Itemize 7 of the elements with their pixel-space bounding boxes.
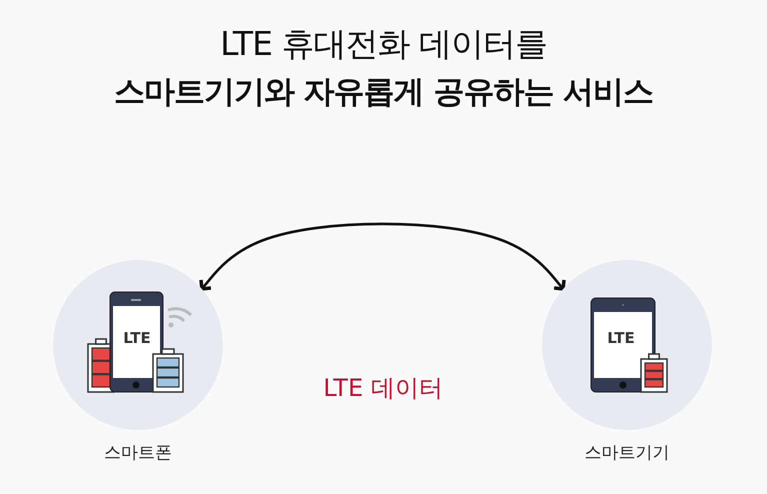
data-label: LTE 데이터	[323, 373, 443, 404]
screen-label: LTE	[607, 329, 635, 347]
device-label: 스마트폰	[104, 442, 172, 464]
double-headed-arrow	[199, 222, 566, 291]
screen-label: LTE	[123, 329, 151, 347]
device-label: 스마트기기	[584, 442, 670, 464]
title: LTE 휴대전화 데이터를 스마트기기와 자유롭게 공유하는 서비스	[112, 23, 654, 112]
